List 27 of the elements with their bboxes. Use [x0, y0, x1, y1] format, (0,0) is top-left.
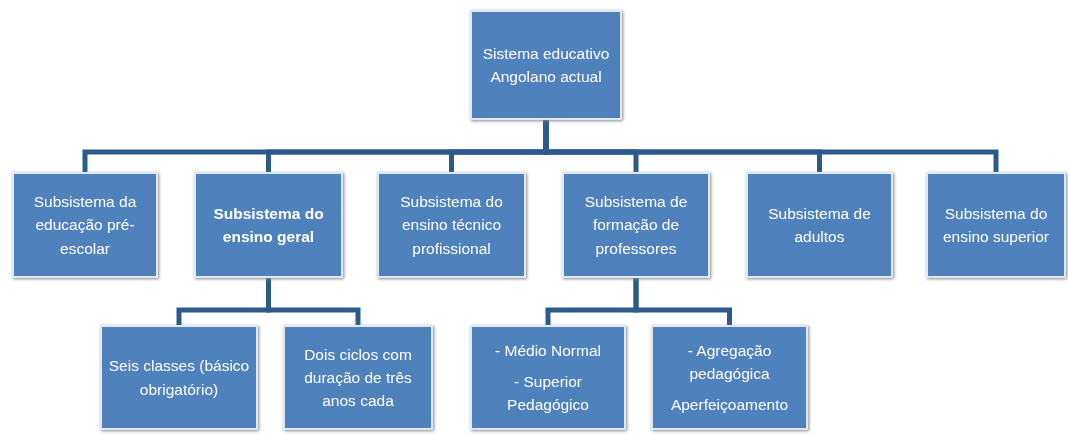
subsystem-box: [470, 10, 622, 120]
box-text: Seis classes (básico obrigatório): [108, 356, 250, 400]
subsystem-box: [100, 325, 258, 430]
subsystem-box: [283, 325, 433, 430]
box-text: - Superior Pedagógico: [506, 371, 590, 416]
box-text: Subsistema do ensino técnico profissional: [399, 192, 504, 259]
subsystem-box: [651, 325, 808, 430]
subsystem-box: [12, 172, 158, 278]
subsystem-box: [470, 325, 626, 430]
box-text: Sistema educativo Angolano actual: [481, 43, 611, 87]
box-text: Subsistema de formação de professores: [583, 192, 689, 259]
box-text: Subsistema de adultos: [767, 203, 872, 247]
subsystem-box: [562, 172, 710, 278]
box-text: Subsistema do ensino superior: [942, 203, 1050, 247]
box-text: Dois ciclos com duração de três anos cada: [303, 344, 413, 412]
connector-line: [266, 278, 361, 325]
subsystem-box: [194, 172, 343, 278]
box-text: Aperfeiçoamento: [670, 395, 789, 416]
subsystem-box: [377, 172, 526, 278]
box-text: - Agregação pedagógica: [686, 340, 773, 384]
connector-line: [543, 120, 999, 172]
box-text: - Médio Normal: [495, 340, 601, 361]
connector-line: [633, 278, 732, 325]
subsystem-box: [926, 172, 1066, 278]
box-text: Subsistema da educação pré-escolar: [32, 192, 138, 259]
subsystem-box: [746, 172, 893, 278]
box-text: Subsistema do ensino geral: [212, 203, 325, 247]
